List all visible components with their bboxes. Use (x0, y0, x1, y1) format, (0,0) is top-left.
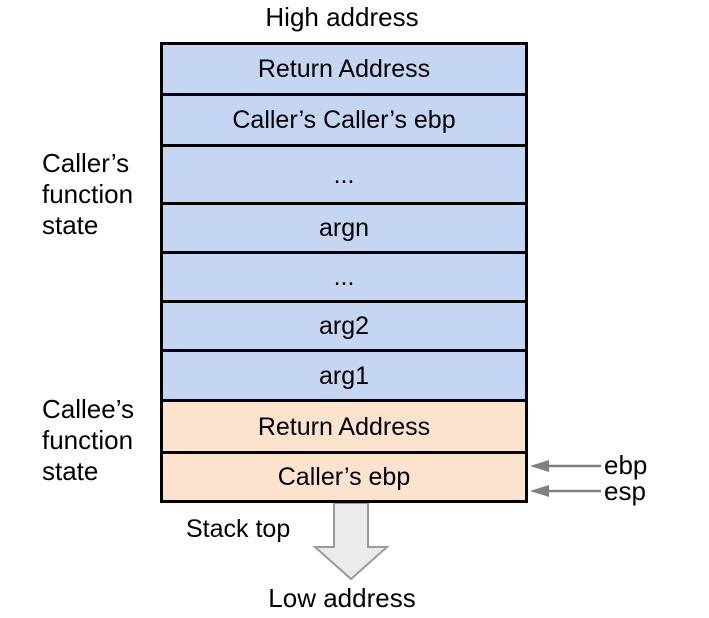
ebp-register-label: ebp (604, 450, 648, 480)
stack-row: Return Address (163, 45, 525, 96)
stack-column: Return Address Caller’s Caller’s ebp ...… (160, 42, 528, 503)
caller-function-state-label: Caller’s function state (42, 148, 133, 241)
stack-row: argn (163, 205, 525, 254)
esp-register-label: esp (604, 476, 646, 506)
stack-row: ... (163, 254, 525, 303)
stack-row: Caller’s Caller’s ebp (163, 96, 525, 147)
stack-row: arg2 (163, 303, 525, 352)
stack-row: Return Address (163, 402, 525, 454)
stack-growth-down-arrow-icon (312, 503, 390, 581)
callee-state-line-1: Callee’s (42, 394, 135, 424)
callee-function-state-label: Callee’s function state (42, 394, 134, 487)
high-address-label: High address (265, 2, 419, 32)
stack-row: ... (163, 147, 525, 205)
esp-pointer-arrow-icon (530, 485, 601, 497)
stack-top-label: Stack top (186, 515, 291, 543)
caller-state-line-1: Caller’s (42, 148, 130, 178)
stack-row: Caller’s ebp (163, 454, 525, 500)
low-address-label: Low address (268, 583, 416, 613)
ebp-pointer-arrow-icon (530, 460, 601, 472)
caller-state-line-3: state (42, 210, 99, 240)
callee-state-line-2: function (42, 425, 134, 455)
caller-state-line-2: function (42, 179, 134, 209)
callee-state-line-3: state (42, 456, 99, 486)
stack-row: arg1 (163, 352, 525, 402)
